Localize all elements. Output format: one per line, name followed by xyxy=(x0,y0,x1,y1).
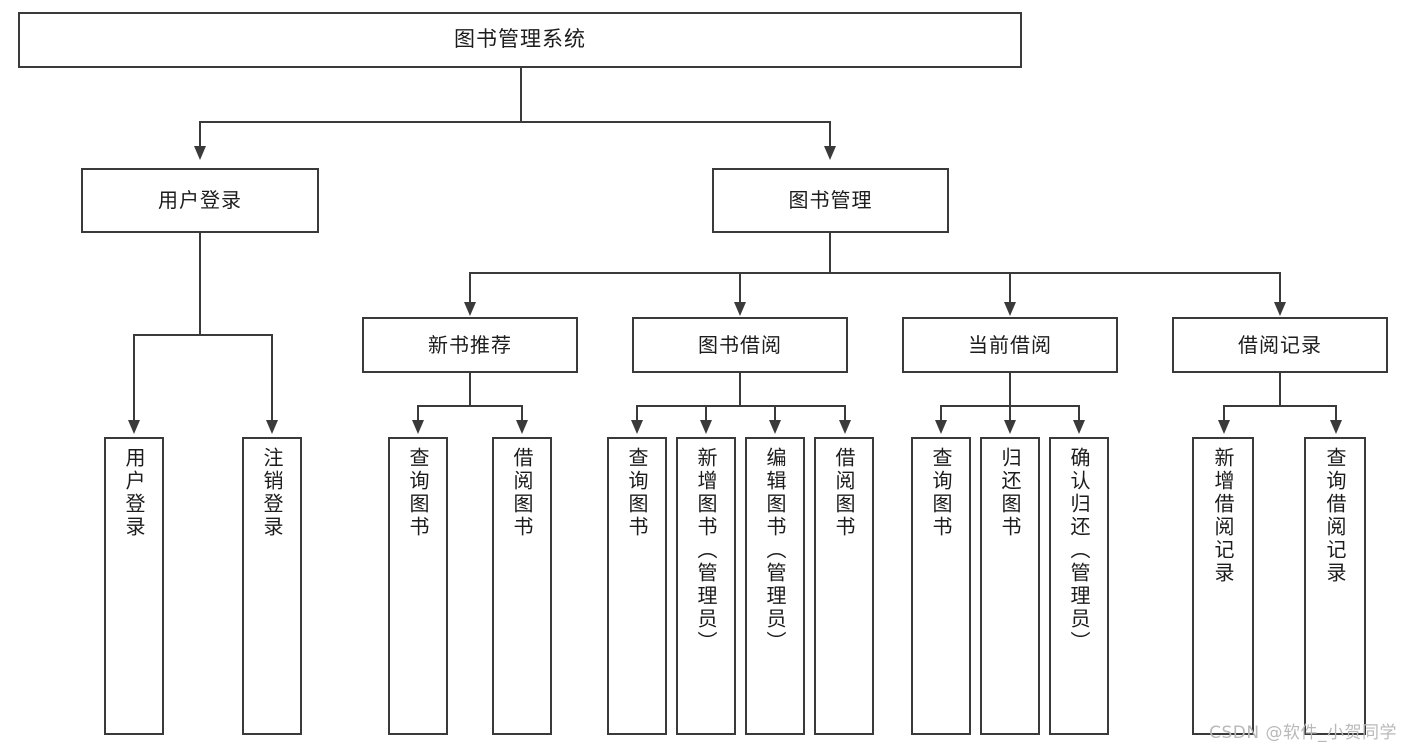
connector-new-book-to-leaf-1 xyxy=(521,405,523,422)
arrowhead-new-book-leaf-1 xyxy=(516,420,528,434)
arrowhead-book-borrow-leaf-1 xyxy=(700,420,712,434)
leaf-book-borrow-borrow[interactable]: 借阅图书 xyxy=(814,437,874,735)
connector-root-to-book-mgmt xyxy=(829,121,831,148)
leaf-user-login-login[interactable]: 用户登录 xyxy=(104,437,164,735)
arrowhead-borrow-records-leaf-0 xyxy=(1218,420,1230,434)
node-label: 查询借阅记录 xyxy=(1323,447,1347,585)
node-label: 编辑图书（管理员） xyxy=(763,447,787,654)
leaf-book-borrow-query[interactable]: 查询图书 xyxy=(607,437,667,735)
connector-book-mgmt-to-current xyxy=(1009,272,1011,304)
arrowhead-book-mgmt-records xyxy=(1274,302,1286,316)
node-label: 归还图书 xyxy=(998,447,1022,539)
connector-current-borrow-to-leaf-2 xyxy=(1078,405,1080,422)
connector-current-borrow-to-leaf-0 xyxy=(940,405,942,422)
arrowhead-book-mgmt-borrow xyxy=(734,302,746,316)
connector-book-borrow-to-leaf-2 xyxy=(774,405,776,422)
arrowhead-new-book-leaf-0 xyxy=(412,420,424,434)
leaf-new-book-query[interactable]: 查询图书 xyxy=(388,437,448,735)
connector-borrow-records-to-leaf-0 xyxy=(1223,405,1225,422)
arrowhead-user-login-leaf-1 xyxy=(266,420,278,434)
node-label: 新增借阅记录 xyxy=(1211,447,1235,585)
leaf-borrow-records-query[interactable]: 查询借阅记录 xyxy=(1304,437,1366,735)
node-borrow-records[interactable]: 借阅记录 xyxy=(1172,317,1388,373)
arrowhead-borrow-records-leaf-1 xyxy=(1330,420,1342,434)
node-label: 图书借阅 xyxy=(698,332,782,357)
leaf-book-borrow-edit[interactable]: 编辑图书（管理员） xyxy=(745,437,805,735)
node-book-borrow[interactable]: 图书借阅 xyxy=(632,317,848,373)
connector-book-mgmt-to-new-book xyxy=(469,272,471,304)
node-label: 借阅图书 xyxy=(510,447,534,539)
connector-root-to-user-login xyxy=(199,121,201,148)
connector-root-trunk xyxy=(520,68,522,122)
connector-root-bus xyxy=(199,121,831,123)
node-label: 用户登录 xyxy=(158,188,242,213)
node-label: 图书管理 xyxy=(788,188,873,213)
leaf-current-borrow-query[interactable]: 查询图书 xyxy=(911,437,971,735)
connector-user-login-trunk xyxy=(199,233,201,335)
arrowhead-user-login-leaf-0 xyxy=(128,420,140,434)
connector-new-book-to-leaf-0 xyxy=(417,405,419,422)
node-label: 查询图书 xyxy=(929,447,953,539)
connector-user-login-to-leaf-1 xyxy=(271,334,273,422)
node-root-system[interactable]: 图书管理系统 xyxy=(18,12,1022,68)
node-user-login[interactable]: 用户登录 xyxy=(81,168,319,233)
arrowhead-book-borrow-leaf-3 xyxy=(839,420,851,434)
connector-new-book-trunk xyxy=(469,373,471,406)
node-label: 查询图书 xyxy=(625,447,649,539)
node-label: 新增图书（管理员） xyxy=(694,447,718,654)
connector-current-borrow-to-leaf-1 xyxy=(1009,405,1011,422)
connector-user-login-to-leaf-0 xyxy=(133,334,135,422)
connector-borrow-records-trunk xyxy=(1279,373,1281,406)
node-book-management[interactable]: 图书管理 xyxy=(712,168,949,233)
connector-book-borrow-to-leaf-1 xyxy=(705,405,707,422)
leaf-user-login-logout[interactable]: 注销登录 xyxy=(242,437,302,735)
arrowhead-root-to-book-mgmt xyxy=(824,146,836,160)
node-label: 注销登录 xyxy=(260,447,284,539)
leaf-book-borrow-add[interactable]: 新增图书（管理员） xyxy=(676,437,736,735)
connector-book-borrow-to-leaf-0 xyxy=(636,405,638,422)
connector-book-mgmt-to-borrow xyxy=(739,272,741,304)
watermark-text: CSDN @软件_小贺同学 xyxy=(1209,723,1397,743)
connector-book-mgmt-bus xyxy=(469,272,1280,274)
connector-new-book-bus xyxy=(417,405,523,407)
leaf-current-borrow-return[interactable]: 归还图书 xyxy=(980,437,1040,735)
node-label: 图书管理系统 xyxy=(454,27,586,52)
arrowhead-book-borrow-leaf-0 xyxy=(631,420,643,434)
arrowhead-current-borrow-leaf-2 xyxy=(1073,420,1085,434)
connector-book-mgmt-trunk xyxy=(829,233,831,273)
connector-current-borrow-trunk xyxy=(1009,373,1011,406)
arrowhead-root-to-user-login xyxy=(194,146,206,160)
arrowhead-current-borrow-leaf-0 xyxy=(935,420,947,434)
connector-book-borrow-to-leaf-3 xyxy=(844,405,846,422)
node-label: 用户登录 xyxy=(122,447,146,539)
node-label: 当前借阅 xyxy=(968,332,1052,357)
connector-borrow-records-to-leaf-1 xyxy=(1335,405,1337,422)
leaf-current-borrow-confirm-return[interactable]: 确认归还（管理员） xyxy=(1049,437,1109,735)
node-label: 新书推荐 xyxy=(428,332,512,357)
arrowhead-current-borrow-leaf-1 xyxy=(1004,420,1016,434)
node-label: 确认归还（管理员） xyxy=(1067,447,1091,654)
node-label: 查询图书 xyxy=(406,447,430,539)
connector-book-borrow-trunk xyxy=(739,373,741,406)
node-label: 借阅图书 xyxy=(832,447,856,539)
node-current-borrow[interactable]: 当前借阅 xyxy=(902,317,1118,373)
arrowhead-book-mgmt-new-book xyxy=(464,302,476,316)
connector-book-mgmt-to-records xyxy=(1279,272,1281,304)
arrowhead-book-mgmt-current xyxy=(1004,302,1016,316)
connector-borrow-records-bus xyxy=(1223,405,1337,407)
connector-book-borrow-bus xyxy=(636,405,846,407)
node-new-book-recommend[interactable]: 新书推荐 xyxy=(362,317,578,373)
connector-user-login-bus xyxy=(133,334,273,336)
node-label: 借阅记录 xyxy=(1238,332,1322,357)
leaf-borrow-records-add[interactable]: 新增借阅记录 xyxy=(1192,437,1254,735)
arrowhead-book-borrow-leaf-2 xyxy=(769,420,781,434)
leaf-new-book-borrow[interactable]: 借阅图书 xyxy=(492,437,552,735)
